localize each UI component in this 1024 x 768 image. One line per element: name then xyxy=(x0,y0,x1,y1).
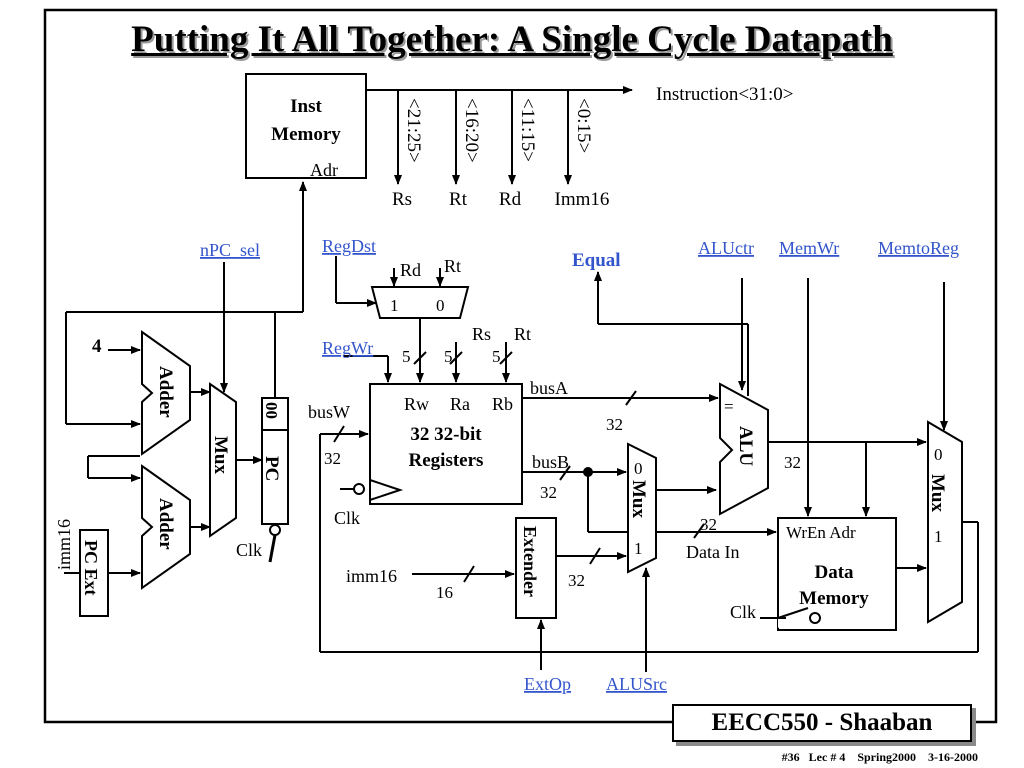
datain-width: 32 xyxy=(700,515,717,534)
extop-signal: ExtOp xyxy=(524,674,571,694)
alusrc-zero: 0 xyxy=(634,459,643,478)
data-in-label: Data In xyxy=(686,542,739,562)
pc-clk-label: Clk xyxy=(236,540,262,560)
busb-width: 32 xyxy=(540,483,557,502)
regdst-one: 1 xyxy=(390,296,399,315)
inst-adr-label: Adr xyxy=(310,160,338,180)
equal-output: Equal xyxy=(572,250,621,271)
imm16-output: Imm16 xyxy=(555,189,610,210)
slide-info: #36 Lec # 4 Spring2000 3-16-2000 xyxy=(781,750,978,764)
reg-clk-label: Clk xyxy=(334,508,360,528)
dmem-clk-label: Clk xyxy=(730,602,756,622)
inst-memory-label-1: Inst xyxy=(290,96,322,117)
slide-title: Putting It All Together: A Single Cycle … xyxy=(131,19,893,60)
memwr-signal: MemWr xyxy=(779,238,839,258)
adder-bottom-label: Adder xyxy=(155,498,176,550)
memtoreg-zero: 0 xyxy=(934,445,943,464)
extender-block xyxy=(515,517,557,619)
pc-mux xyxy=(209,382,237,538)
field-0-15: <0:15> xyxy=(573,98,594,153)
adder-top xyxy=(141,330,191,456)
rs-output: Rs xyxy=(392,189,412,210)
alu-out-width: 32 xyxy=(784,453,801,472)
regdst-zero: 0 xyxy=(436,296,445,315)
rb-port: Rb xyxy=(492,394,513,414)
data-memory-label-1: Data xyxy=(814,562,854,583)
busw-width: 32 xyxy=(324,449,341,468)
field-21-25: <21:25> xyxy=(403,98,424,163)
registers-label-1: 32 32-bit xyxy=(410,424,482,445)
course-badge: EECC550 - Shaaban xyxy=(672,704,972,742)
instruction-label: Instruction<31:0> xyxy=(656,84,794,105)
regwr-signal: RegWr xyxy=(322,338,373,358)
rw-port: Rw xyxy=(404,394,429,414)
field-16-20: <16:20> xyxy=(461,98,482,163)
field-11-15: <11:15> xyxy=(517,98,538,162)
dmem-ports: WrEn Adr xyxy=(786,523,856,542)
ext-imm16-label: imm16 xyxy=(346,566,397,586)
busa-width: 32 xyxy=(606,415,623,434)
busa-label: busA xyxy=(530,378,568,398)
busb-label: busB xyxy=(532,452,569,472)
regdst-signal: RegDst xyxy=(322,236,376,256)
pc-lsb-label: 00 xyxy=(262,402,281,419)
reg-rs-label: Rs xyxy=(472,324,491,344)
data-memory-label-2: Memory xyxy=(799,588,869,609)
rd-output: Rd xyxy=(499,189,522,210)
aluctr-signal: ALUctr xyxy=(698,238,754,258)
width-5-rb: 5 xyxy=(492,347,501,366)
busw-label: busW xyxy=(308,402,350,422)
alu-equal-sign: = xyxy=(724,397,734,416)
rt-output: Rt xyxy=(449,189,468,210)
inst-memory-label-2: Memory xyxy=(271,124,341,145)
alusrc-mux-label: Mux xyxy=(628,480,649,519)
alusrc-one: 1 xyxy=(634,539,643,558)
alu-label: ALU xyxy=(735,426,756,466)
imm16-width: 16 xyxy=(436,583,453,602)
alu-block xyxy=(719,382,769,516)
memtoreg-mux xyxy=(927,420,963,624)
extender-label: Extender xyxy=(520,526,540,597)
memtoreg-one: 1 xyxy=(934,527,943,546)
regdst-mux xyxy=(370,286,470,319)
slide-frame xyxy=(43,8,998,724)
regdst-rt-label: Rt xyxy=(444,256,461,276)
adder-bottom xyxy=(141,464,191,590)
memtoreg-signal: MemtoReg xyxy=(878,238,959,258)
memtoreg-mux-label: Mux xyxy=(927,474,948,513)
width-5-rw: 5 xyxy=(402,347,411,366)
ext-out-width: 32 xyxy=(568,571,585,590)
pc-label: PC xyxy=(261,456,282,481)
pc-mux-label: Mux xyxy=(210,436,231,475)
npc-sel-signal: nPC_sel xyxy=(200,240,260,260)
alusrc-signal: ALUSrc xyxy=(606,674,667,694)
regdst-rd-label: Rd xyxy=(400,260,421,280)
pcext-imm16-label: imm16 xyxy=(54,519,74,570)
ra-port: Ra xyxy=(450,394,470,414)
const-four: 4 xyxy=(92,336,102,357)
adder-top-label: Adder xyxy=(155,366,176,418)
registers-label-2: Registers xyxy=(409,450,484,471)
reg-rt-label: Rt xyxy=(514,324,531,344)
pc-ext-label: PC Ext xyxy=(81,540,101,596)
inst-memory-block xyxy=(245,73,367,179)
alusrc-mux xyxy=(627,442,657,574)
width-5-ra: 5 xyxy=(444,347,453,366)
register-file xyxy=(369,383,523,505)
